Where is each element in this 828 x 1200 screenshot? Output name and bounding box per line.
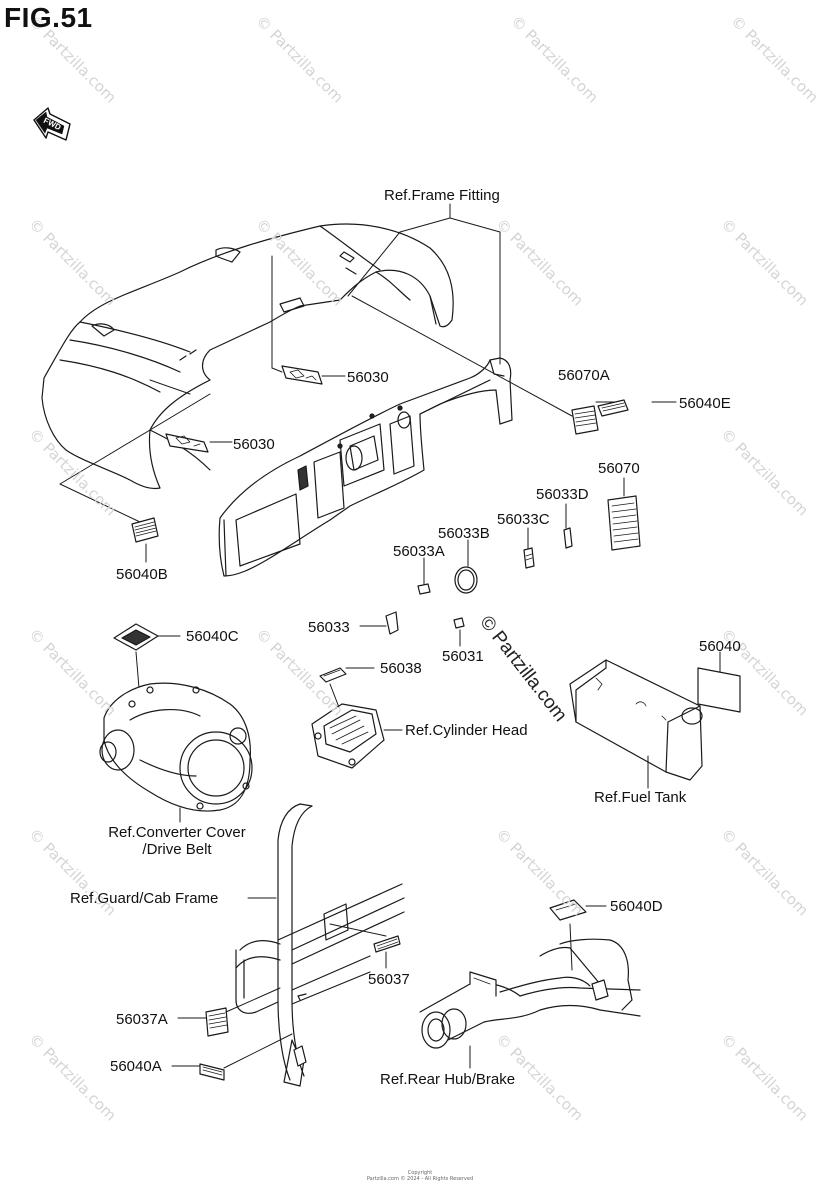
label-56040D[interactable]: 56040D — [610, 898, 663, 915]
label-rear-hub: Ref.Rear Hub/Brake — [380, 1071, 516, 1088]
decal-56030 — [282, 366, 322, 384]
label-56040E[interactable]: 56040E — [679, 395, 731, 412]
cab-frame-illustration — [236, 804, 404, 1086]
label-56038[interactable]: 56038 — [380, 660, 422, 677]
label-56040C[interactable]: 56040C — [186, 628, 239, 645]
label-56030-top[interactable]: 56030 — [347, 369, 389, 386]
label-56037[interactable]: 56037 — [368, 971, 410, 988]
decal-56037 — [330, 924, 400, 968]
figure-title: FIG.51 — [4, 2, 93, 33]
decal-56033 — [360, 612, 398, 634]
label-frame-fitting: Ref.Frame Fitting — [384, 187, 500, 204]
label-guard-cab-frame: Ref.Guard/Cab Frame — [70, 890, 219, 907]
decal-56070A — [572, 406, 598, 434]
label-converter-cover: Ref.Converter Cover /Drive Belt — [92, 824, 262, 858]
label-56033[interactable]: 56033 — [308, 619, 350, 636]
fwd-arrow-icon — [34, 108, 70, 140]
label-56033A[interactable]: 56033A — [393, 543, 445, 560]
label-56030-left[interactable]: 56030 — [233, 436, 275, 453]
decal-56030-left — [166, 434, 208, 452]
label-56037A[interactable]: 56037A — [116, 1011, 168, 1028]
decal-56033C — [524, 528, 534, 568]
decal-56040B — [132, 518, 158, 562]
footer-line1: Copyright — [407, 1170, 433, 1176]
footer-line2: Partzilla.com © 2024 - All Rights Reserv… — [366, 1176, 474, 1182]
label-56040A[interactable]: 56040A — [110, 1058, 162, 1075]
decal-56031 — [454, 618, 464, 646]
label-56070[interactable]: 56070 — [598, 460, 640, 477]
copyright-footer: Copyright Partzilla.com © 2024 - All Rig… — [300, 1170, 540, 1182]
decal-56037A — [178, 988, 280, 1036]
decal-56033A — [418, 558, 430, 594]
fuel-tank-illustration — [570, 660, 702, 788]
label-56033C[interactable]: 56033C — [497, 511, 550, 528]
frame-fitting-illustration — [219, 358, 512, 576]
label-56040[interactable]: 56040 — [699, 638, 741, 655]
decal-56040A — [172, 1034, 292, 1080]
converter-cover-illustration — [100, 683, 252, 822]
label-56040B[interactable]: 56040B — [116, 566, 168, 583]
decal-56040E — [598, 400, 628, 416]
decal-56033B — [455, 540, 477, 593]
label-56033D[interactable]: 56033D — [536, 486, 589, 503]
label-56070A[interactable]: 56070A — [558, 367, 610, 384]
label-converter-cover-line2: /Drive Belt — [142, 841, 212, 858]
label-56033B[interactable]: 56033B — [438, 525, 490, 542]
decal-56038 — [320, 668, 374, 710]
decal-56040 — [698, 652, 740, 712]
rear-hub-illustration — [420, 939, 640, 1068]
decal-56040D — [550, 900, 606, 970]
leader-lines — [60, 204, 676, 522]
decal-56070 — [608, 478, 640, 550]
dashboard-cowl-illustration — [42, 224, 453, 488]
label-cylinder-head: Ref.Cylinder Head — [405, 722, 528, 739]
cylinder-head-illustration — [312, 704, 402, 768]
label-converter-cover-line1: Ref.Converter Cover — [108, 824, 246, 841]
label-56031[interactable]: 56031 — [442, 648, 484, 665]
label-fuel-tank: Ref.Fuel Tank — [594, 789, 687, 806]
decal-56033D — [564, 504, 572, 548]
